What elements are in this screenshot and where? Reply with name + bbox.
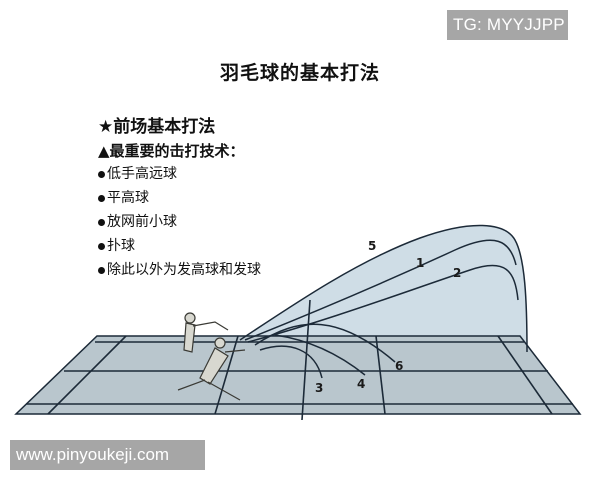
trajectory-label-2: 2 xyxy=(453,266,461,280)
trajectory-4 xyxy=(274,334,366,376)
list-item: 除此以外为发高球和发球 xyxy=(98,260,261,284)
bullet-icon xyxy=(98,170,105,178)
section-subheading: ▲最重要的击打技术： xyxy=(98,142,245,160)
trajectory-label-3: 3 xyxy=(315,381,323,395)
list-item: 平高球 xyxy=(98,188,261,212)
section-heading: ★前场基本打法 xyxy=(98,117,216,137)
bullet-icon xyxy=(98,194,105,202)
trajectory-label-4: 4 xyxy=(357,377,365,391)
list-item: 放网前小球 xyxy=(98,212,261,236)
trajectory-6 xyxy=(254,323,396,363)
trajectory-label-1: 1 xyxy=(416,256,424,270)
bullet-icon xyxy=(98,218,105,226)
list-item: 扑球 xyxy=(98,236,261,260)
trajectory-3 xyxy=(259,345,323,379)
trajectory-1 xyxy=(244,239,517,341)
list-item: 低手高远球 xyxy=(98,164,261,188)
bullet-icon xyxy=(98,266,105,274)
trajectories xyxy=(239,224,528,379)
technique-list: 低手高远球 平高球 放网前小球 扑球 除此以外为发高球和发球 xyxy=(98,164,261,284)
watermark-top-right: TG: MYYJJPP xyxy=(447,10,568,40)
trajectory-label-5: 5 xyxy=(368,239,376,253)
bullet-icon xyxy=(98,242,105,250)
trajectory-label-6: 6 xyxy=(395,359,403,373)
watermark-bottom-left: www.pinyoukeji.com xyxy=(10,440,205,470)
court-floor xyxy=(14,335,582,415)
page-title: 羽毛球的基本打法 xyxy=(219,62,380,84)
trajectory-area xyxy=(240,225,527,352)
court-lines xyxy=(26,299,573,421)
trajectory-5 xyxy=(239,224,528,353)
players-illustration xyxy=(177,312,246,401)
